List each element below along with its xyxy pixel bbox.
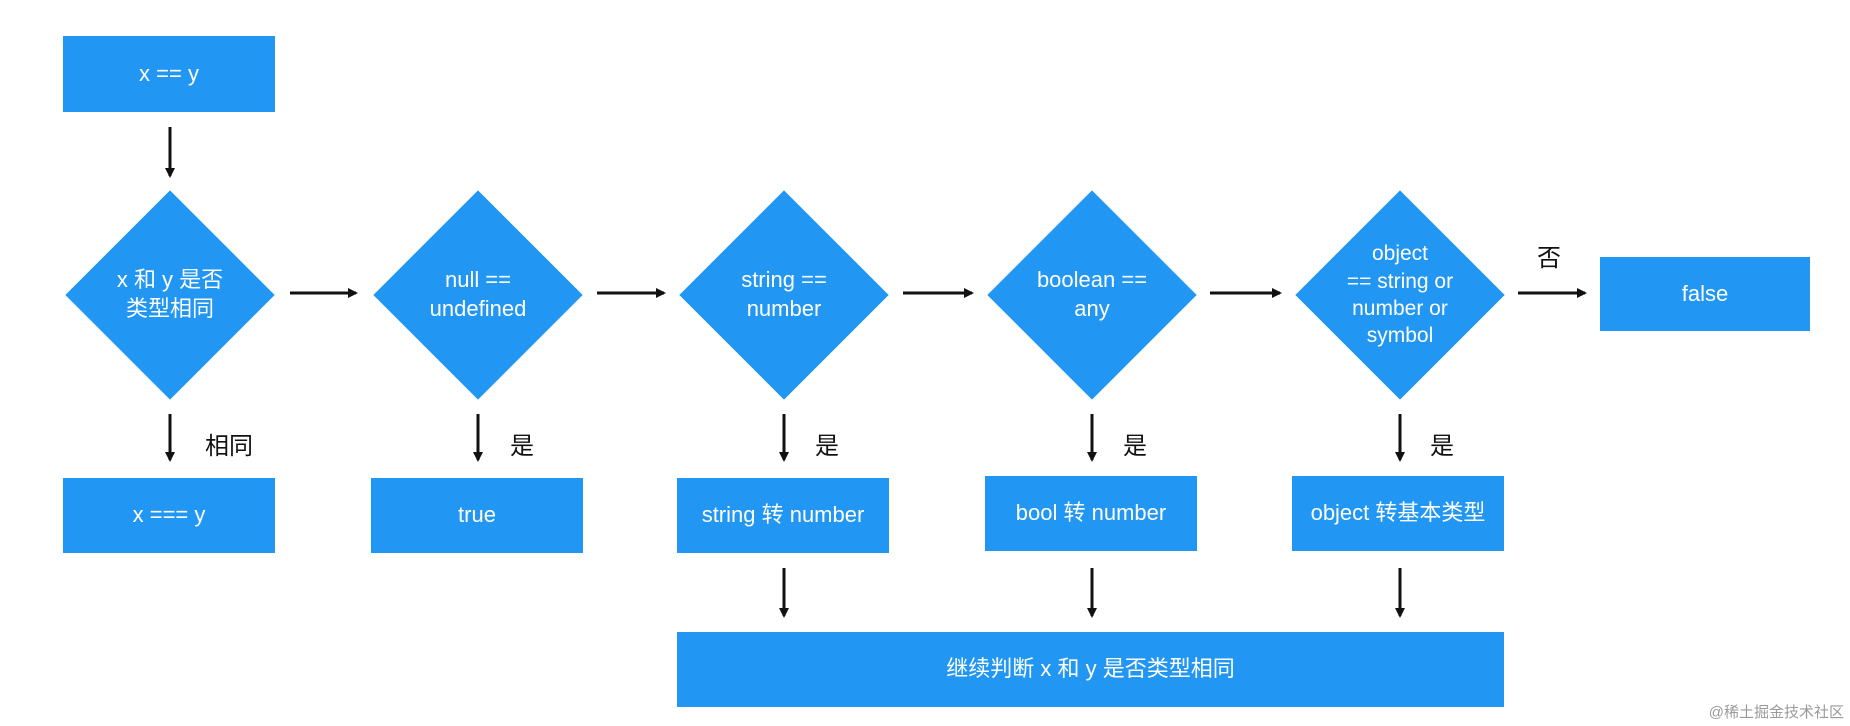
continue-label: 继续判断 x 和 y 是否类型相同 xyxy=(946,656,1235,682)
false-label: false xyxy=(1681,280,1729,306)
decision-text: string == number xyxy=(741,267,827,321)
result-label: x === y xyxy=(132,502,206,528)
result-box-object-to-primitive: object 转基本类型 xyxy=(1292,476,1504,551)
decision-text: null == undefined xyxy=(429,267,527,321)
start-label: x == y xyxy=(139,60,199,86)
continue-box: 继续判断 x 和 y 是否类型相同 xyxy=(677,632,1504,707)
no-label: 否 xyxy=(1537,245,1561,272)
result-box-strict-equal: x === y xyxy=(63,478,275,553)
result-box-string-to-number: string 转 number xyxy=(677,478,889,553)
decision-text: boolean == any xyxy=(1036,267,1148,321)
decision-type-same: x 和 y 是否 类型相同 xyxy=(65,190,275,400)
decision-null-undefined: null == undefined xyxy=(373,190,583,400)
branch-label-same: 相同 xyxy=(205,433,253,460)
decision-text: x 和 y 是否 类型相同 xyxy=(116,267,224,321)
result-label: object 转基本类型 xyxy=(1310,500,1486,526)
watermark: @稀土掘金技术社区 xyxy=(1708,704,1844,721)
result-label: string 转 number xyxy=(701,502,865,528)
decision-text: object == string or number or symbol xyxy=(1346,242,1454,348)
result-box-bool-to-number: bool 转 number xyxy=(985,476,1197,551)
decision-string-number: string == number xyxy=(679,190,889,400)
branch-label-yes: 是 xyxy=(1430,433,1454,460)
branch-label-yes: 是 xyxy=(510,433,534,460)
branch-label-yes: 是 xyxy=(815,433,839,460)
branch-label-yes: 是 xyxy=(1123,433,1147,460)
decision-object: object == string or number or symbol xyxy=(1295,190,1505,400)
result-label: bool 转 number xyxy=(1015,500,1167,526)
decision-boolean-any: boolean == any xyxy=(987,190,1197,400)
result-label: true xyxy=(458,502,496,528)
start-box: x == y xyxy=(63,36,275,112)
result-box-true: true xyxy=(371,478,583,553)
false-box: false xyxy=(1600,257,1810,331)
